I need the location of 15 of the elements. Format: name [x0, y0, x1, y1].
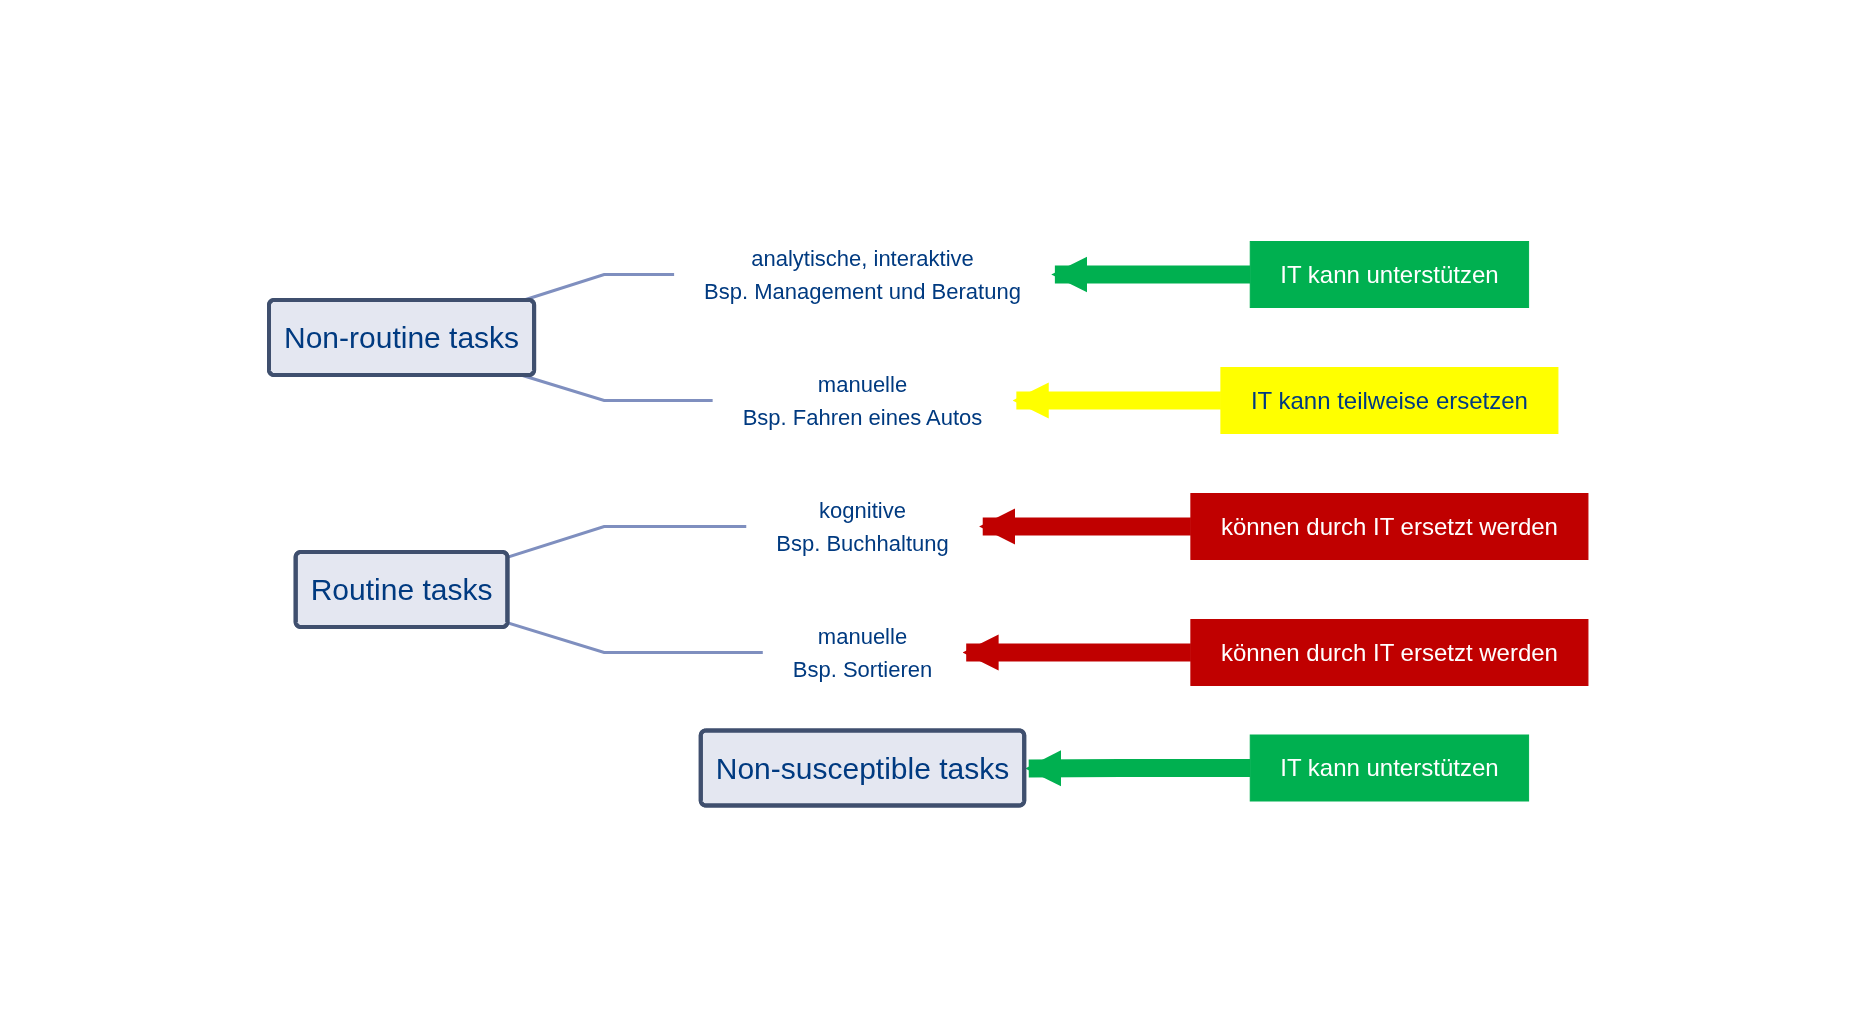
arrow [1024, 750, 1250, 787]
node-text: analytische, interaktive Bsp. Management und Beratung [703, 245, 1021, 304]
connector [507, 621, 763, 654]
arrow [1050, 256, 1250, 293]
node-text: manuelle Bsp. Sortieren [792, 623, 932, 682]
node-box: IT kann unterstützen [1249, 241, 1529, 308]
node-box: können durch IT ersetzt werden [1189, 493, 1588, 560]
node-box: können durch IT ersetzt werden [1189, 619, 1588, 686]
arrow [978, 508, 1191, 545]
node-text: kognitive Bsp. Buchhaltung [775, 497, 949, 556]
arrow [1012, 382, 1221, 419]
arrow [962, 634, 1191, 671]
node-box: IT kann teilweise ersetzen [1219, 367, 1558, 434]
node-box: IT kann unterstützen [1249, 734, 1529, 802]
node-text: manuelle Bsp. Fahren eines Autos [742, 371, 982, 430]
